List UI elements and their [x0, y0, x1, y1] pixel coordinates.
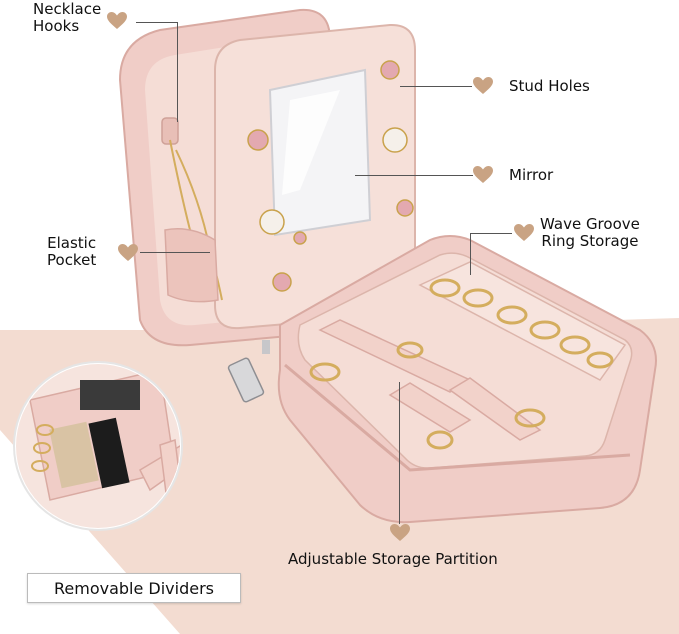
label-stud-holes: Stud Holes [509, 77, 590, 95]
heart-icon [390, 524, 410, 542]
leader-necklace-hooks [136, 22, 178, 23]
heart-icon [107, 12, 127, 30]
elastic-pocket [164, 228, 219, 303]
heart-icon [118, 244, 138, 262]
removable-dividers-badge: Removable Dividers [27, 573, 241, 603]
stud-earrings [247, 60, 414, 292]
leader-wave-groove [470, 233, 512, 234]
storage-partitions [318, 319, 542, 441]
label-elastic-pocket: Elastic Pocket [47, 234, 97, 269]
label-adjustable-partition: Adjustable Storage Partition [288, 550, 498, 568]
zipper-pull-icon [227, 340, 270, 403]
stored-jewelry [309, 341, 546, 450]
leader-necklace-hooks-drop [177, 22, 178, 122]
rings [429, 278, 614, 369]
leader-elastic-pocket [140, 252, 210, 253]
label-wave-groove: Wave Groove Ring Storage [540, 215, 640, 250]
heart-icon [473, 166, 493, 184]
leader-mirror [355, 175, 473, 176]
leader-partition [399, 382, 400, 524]
heart-icon [514, 224, 534, 242]
leader-wave-groove-drop [470, 233, 471, 275]
heart-icon [473, 77, 493, 95]
leader-stud-holes [400, 86, 472, 87]
label-mirror: Mirror [509, 166, 554, 184]
label-necklace-hooks: Necklace Hooks [33, 0, 102, 35]
